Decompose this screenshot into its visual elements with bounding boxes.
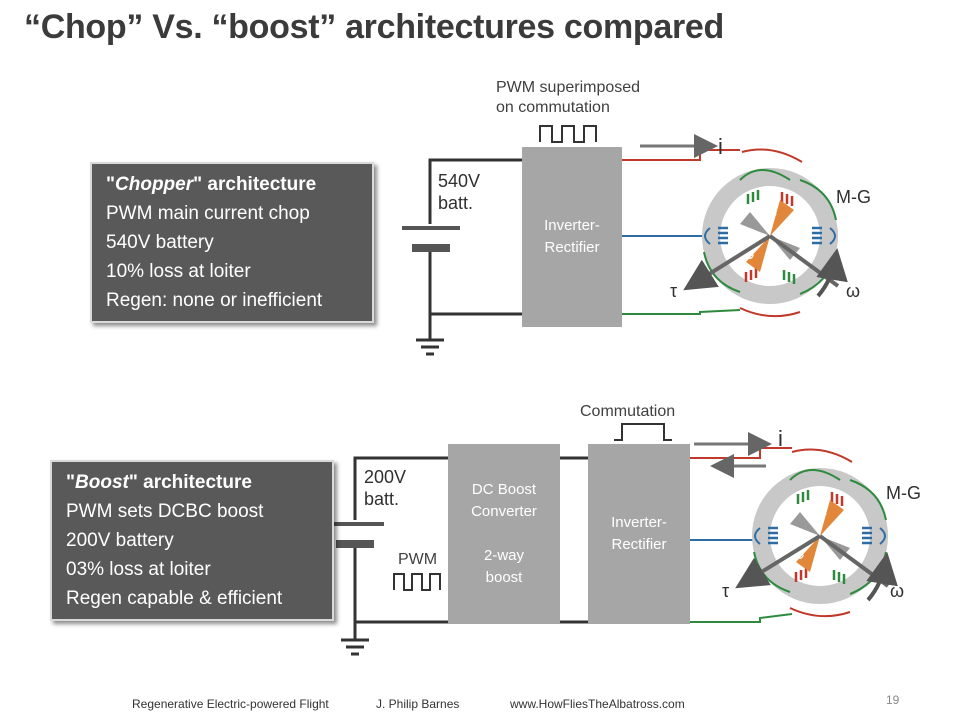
pwm-waveform-bottom — [393, 573, 441, 591]
current-label-bottom: i — [778, 426, 783, 451]
battery-label-top: 540V batt. — [438, 171, 481, 213]
page-title: “Chop” Vs. “boost” architectures compare… — [24, 8, 724, 46]
rotation-arrow-bottom — [866, 552, 898, 602]
wire-red-bottom — [690, 447, 792, 459]
omega-label-bottom: ω — [890, 581, 905, 601]
motor-label-bottom: M-G — [886, 483, 921, 503]
inverter-rectifier-bottom: Inverter- Rectifier — [588, 444, 690, 624]
chopper-line-3: 10% loss at loiter — [106, 261, 251, 282]
torque-arrow-top — [683, 234, 772, 291]
torque-label-bottom: τ — [722, 581, 730, 601]
chopper-box-header: "Chopper" architecture — [106, 174, 317, 195]
ground-symbol-bottom — [341, 638, 369, 656]
omega-label-top: ω — [846, 281, 861, 301]
commutation-waveform — [614, 423, 672, 441]
chopper-line-4: Regen: none or inefficient — [106, 290, 323, 311]
torque-label-top: τ — [670, 281, 678, 301]
boost-box-header: "Boost" architecture — [66, 472, 252, 493]
pwm-note-top: PWM superimposed on commutation — [496, 79, 641, 116]
inverter-rectifier-top: Inverter- Rectifier — [522, 147, 622, 327]
torque-arrow-bottom — [735, 534, 822, 589]
footer-author: J. Philip Barnes — [376, 697, 460, 711]
footer-url: www.HowFliesTheAlbatross.com — [510, 697, 685, 711]
pwm-waveform-top — [539, 125, 597, 143]
wire-green-bottom — [690, 613, 793, 623]
battery-label-bottom: 200V batt. — [364, 467, 407, 509]
boost-line-2: 200V battery — [66, 530, 174, 551]
motor-generator-bottom: N S — [735, 448, 898, 618]
boost-line-3: 03% loss at loiter — [66, 559, 211, 580]
boost-line-1: PWM sets DCBC boost — [66, 501, 264, 522]
motor-label-top: M-G — [836, 187, 871, 207]
chopper-line-1: PWM main current chop — [106, 203, 310, 224]
ground-symbol-top — [416, 338, 444, 356]
page-number: 19 — [886, 693, 900, 707]
dc-boost-converter: DC Boost Converter 2-way boost — [448, 444, 560, 624]
footer-title: Regenerative Electric-powered Flight — [132, 697, 329, 711]
wire-green-top — [622, 309, 741, 315]
boost-info-box: "Boost" architecture PWM sets DCBC boost… — [50, 460, 334, 621]
battery-symbol-bottom — [326, 522, 384, 548]
boost-line-4: Regen capable & efficient — [66, 588, 283, 609]
chopper-info-box: "Chopper" architecture PWM main current … — [90, 162, 374, 323]
motor-generator-top: N S — [683, 148, 848, 318]
rotation-arrow-top — [816, 248, 848, 298]
battery-symbol-top — [402, 226, 460, 252]
chopper-line-2: 540V battery — [106, 232, 214, 253]
pwm-label-bottom: PWM — [398, 551, 438, 568]
commutation-label: Commutation — [580, 403, 676, 420]
current-label-top: i — [718, 134, 723, 159]
